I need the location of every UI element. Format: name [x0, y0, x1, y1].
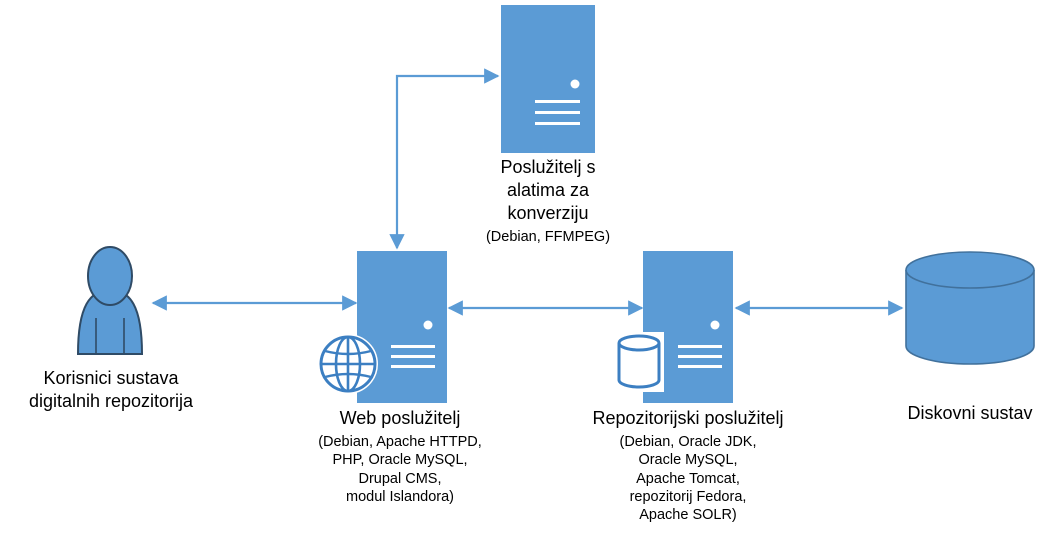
users-label: Korisnici sustava digitalnih repozitorij… [28, 368, 194, 411]
conversion-server-icon [501, 5, 595, 153]
globe-icon [318, 334, 378, 394]
database-icon [614, 332, 664, 392]
connection-web-conversion [389, 68, 500, 250]
web-server-label: Web poslužitelj (Debian, Apache HTTPD, P… [318, 408, 482, 506]
cylinder-icon [905, 251, 1035, 365]
user-icon [76, 246, 144, 355]
conversion-server-label: Poslužitelj s alatima za konverziju (Deb… [485, 157, 611, 245]
disk-system-label: Diskovni sustav [907, 403, 1033, 423]
repository-server-label: Repozitorijski poslužitelj (Debian, Orac… [592, 408, 784, 524]
